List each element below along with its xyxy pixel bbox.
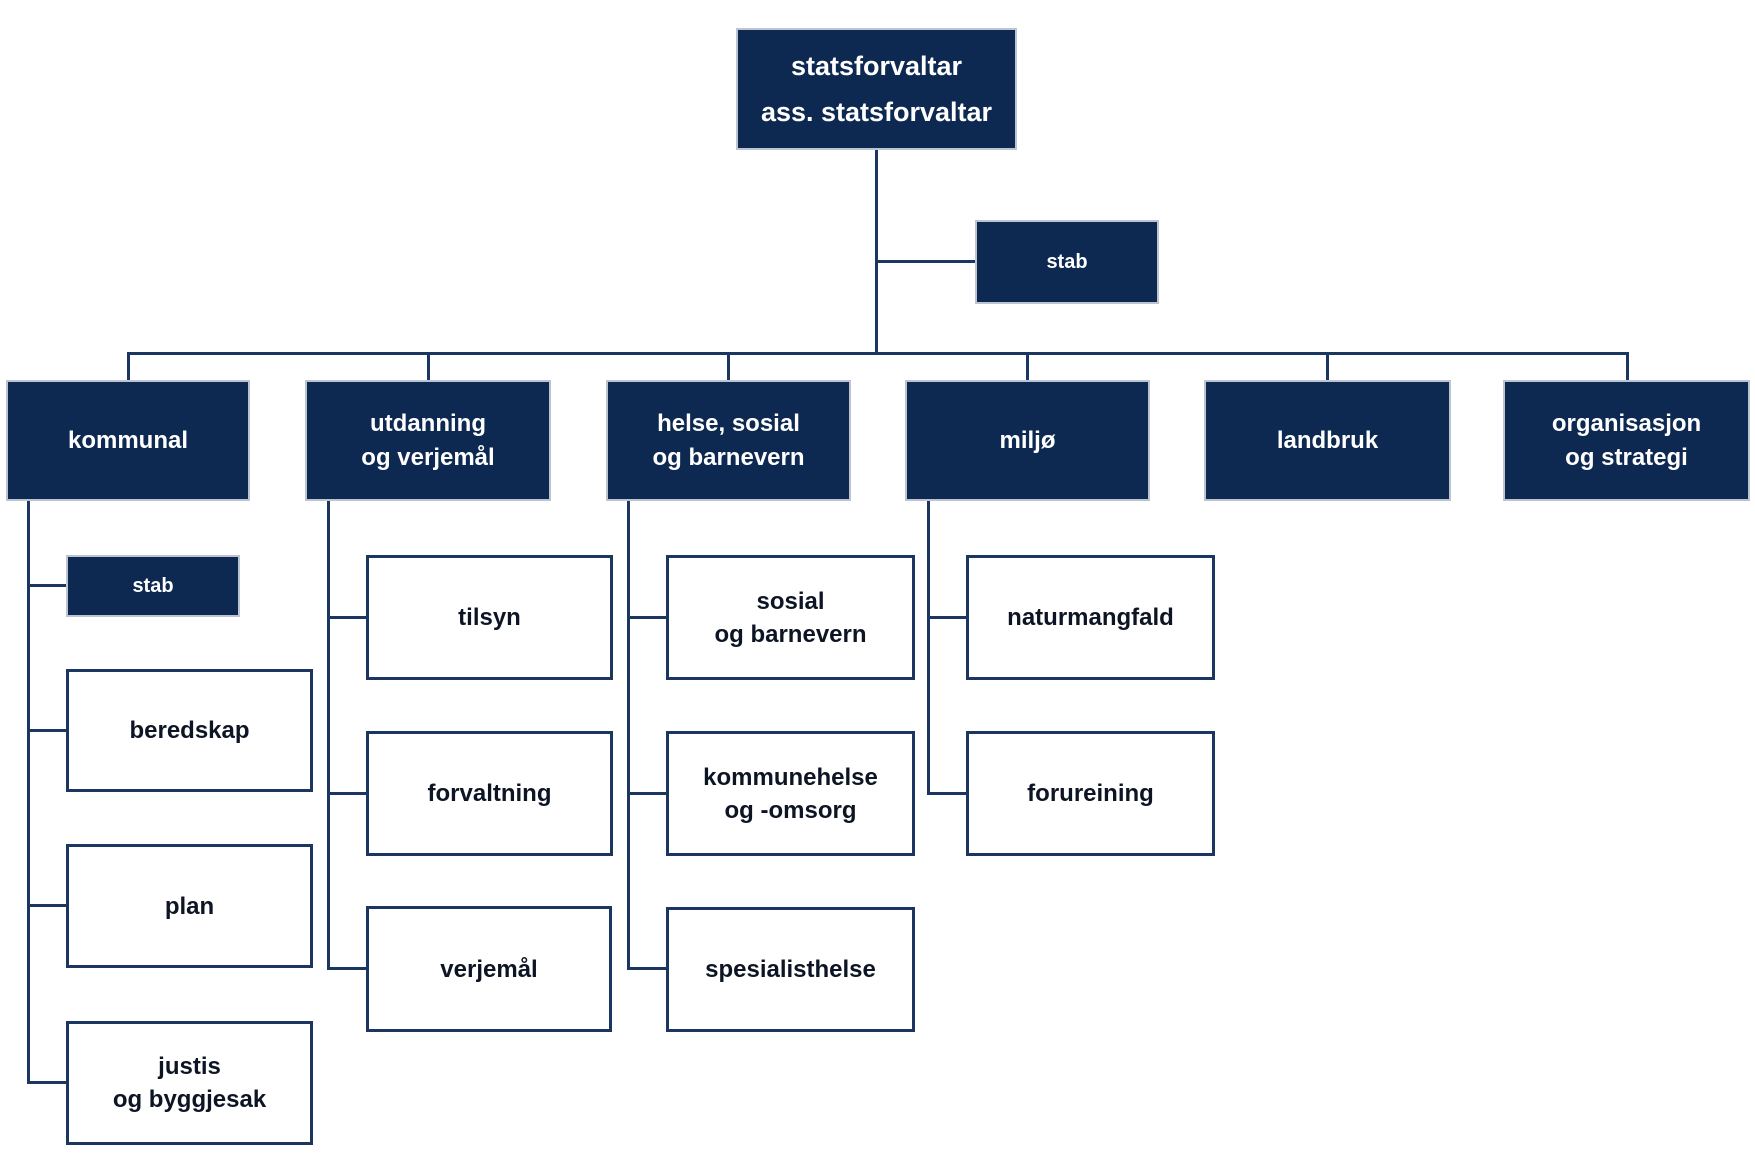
org-node-utdanning-og-verjemal: utdanning og verjemål — [305, 380, 551, 501]
org-node-landbruk: landbruk — [1204, 380, 1451, 501]
org-node-kommunal-stab: stab — [66, 555, 240, 617]
org-node-beredskap: beredskap — [66, 669, 313, 792]
connector-root-vertical — [875, 150, 878, 353]
org-node-spesialisthelse: spesialisthelse — [666, 907, 915, 1032]
org-node-plan: plan — [66, 844, 313, 968]
connector-forvaltning — [327, 792, 366, 795]
org-node-tilsyn: tilsyn — [366, 555, 613, 680]
org-node-kommunal: kommunal — [6, 380, 250, 501]
org-node-miljo: miljø — [905, 380, 1150, 501]
connector-justis — [27, 1081, 66, 1084]
connector-stub-landbruk — [1326, 352, 1329, 380]
connector-plan — [27, 904, 66, 907]
connector-kommunal-stab — [27, 584, 66, 587]
org-node-justis-og-byggjesak: justis og byggjesak — [66, 1021, 313, 1145]
connector-drop-miljo — [927, 501, 930, 794]
connector-root-stab — [877, 260, 975, 263]
connector-drop-helse — [627, 501, 630, 970]
connector-drop-kommunal — [27, 501, 30, 1084]
org-node-statsforvaltar: statsforvaltar ass. statsforvaltar — [736, 28, 1017, 150]
connector-stub-organisasjon — [1626, 352, 1629, 380]
org-node-forureining: forureining — [966, 731, 1215, 856]
connector-naturmangfald — [927, 616, 966, 619]
connector-sosial — [627, 616, 666, 619]
connector-departments-row — [127, 352, 1629, 355]
org-node-stab-top: stab — [975, 220, 1159, 304]
org-node-forvaltning: forvaltning — [366, 731, 613, 856]
connector-forureining — [927, 792, 966, 795]
org-node-verjemal: verjemål — [366, 906, 612, 1032]
connector-stub-miljo — [1026, 352, 1029, 380]
connector-drop-utdanning — [327, 501, 330, 970]
connector-spesialisthelse — [627, 967, 666, 970]
org-node-naturmangfald: naturmangfald — [966, 555, 1215, 680]
connector-kommunehelse — [627, 792, 666, 795]
org-node-helse-sosial-og-barnevern: helse, sosial og barnevern — [606, 380, 851, 501]
connector-stub-helse — [727, 352, 730, 380]
connector-beredskap — [27, 729, 66, 732]
connector-tilsyn — [327, 616, 366, 619]
org-node-kommunehelse-og-omsorg: kommunehelse og -omsorg — [666, 731, 915, 856]
connector-stub-kommunal — [127, 352, 130, 380]
org-node-sosial-og-barnevern: sosial og barnevern — [666, 555, 915, 680]
connector-verjemal — [327, 967, 366, 970]
connector-stub-utdanning — [427, 352, 430, 380]
org-node-organisasjon-og-strategi: organisasjon og strategi — [1503, 380, 1750, 501]
